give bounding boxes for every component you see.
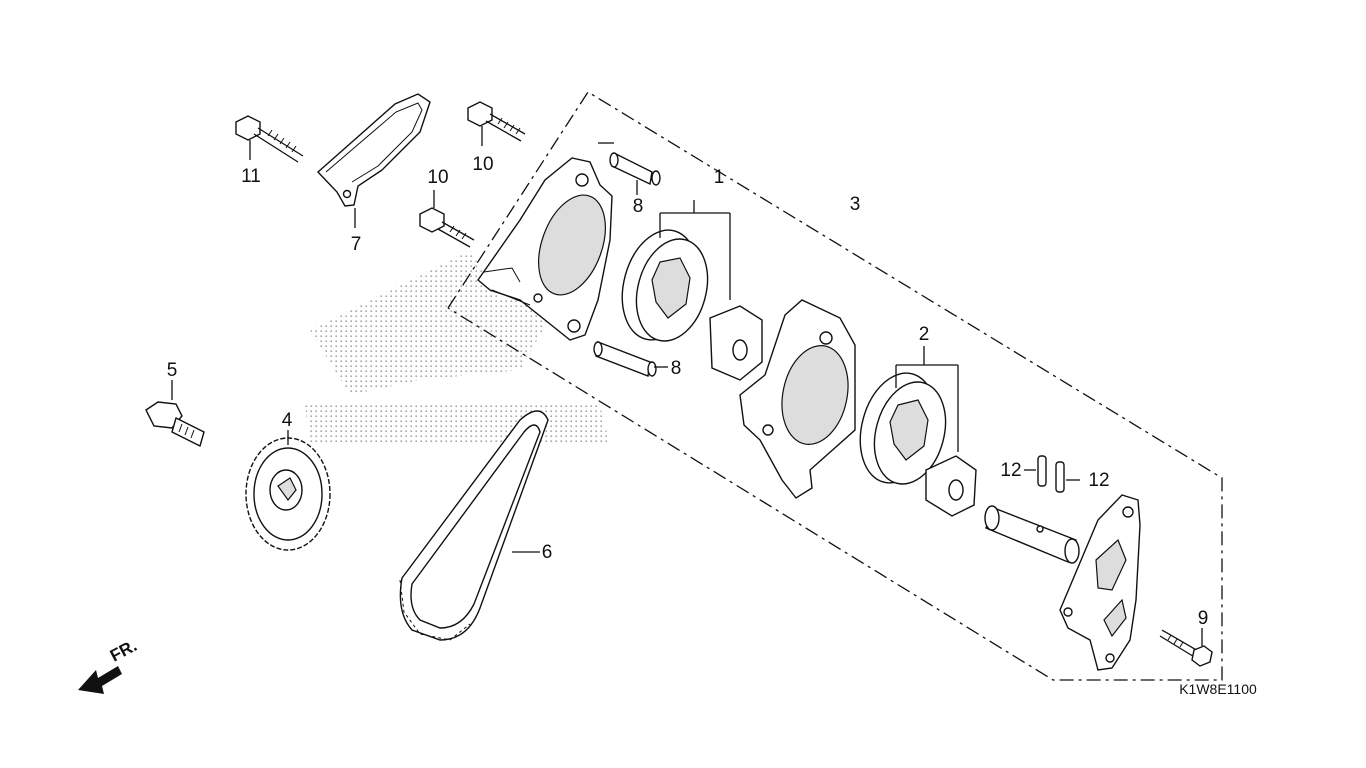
bolt-10-top-icon <box>467 101 526 146</box>
label-part-3: 3 <box>850 194 861 215</box>
pump-cover-icon <box>1059 494 1141 671</box>
bolt-9-icon <box>1159 628 1213 667</box>
bolt-10-left-icon <box>419 190 475 248</box>
label-part-7: 7 <box>351 234 362 255</box>
label-part-1: 1 <box>714 167 725 188</box>
label-part-11: 11 <box>241 166 261 187</box>
label-part-5: 5 <box>167 360 178 381</box>
outer-rotor-1-icon <box>621 200 731 342</box>
label-part-10-left: 10 <box>427 167 448 188</box>
inner-rotor-1-icon <box>709 305 763 381</box>
oil-pump-assembly-outline <box>447 91 1223 681</box>
dowel-pin-8-bottom-icon <box>593 341 668 377</box>
pin-12-left-icon <box>1024 455 1047 487</box>
bolt-11-icon <box>235 115 304 163</box>
sprocket-4-icon <box>245 430 331 551</box>
front-label: FR. <box>107 636 140 666</box>
label-part-8-bottom: 8 <box>671 358 682 379</box>
label-part-6: 6 <box>542 542 553 563</box>
pump-shaft-icon <box>984 505 1080 564</box>
label-part-12-right: 12 <box>1088 470 1109 491</box>
pin-12-right-icon <box>1055 461 1080 493</box>
chain-6-icon <box>399 410 549 641</box>
label-part-2: 2 <box>919 324 930 345</box>
label-part-9: 9 <box>1198 608 1209 629</box>
pump-body-middle-icon <box>739 299 856 499</box>
label-part-10-top: 10 <box>472 154 493 175</box>
diagram-code: K1W8E1100 <box>1179 681 1257 697</box>
gasket-7-icon <box>316 93 431 228</box>
pump-body-front-icon <box>477 142 614 341</box>
outer-rotor-2-icon <box>859 346 959 485</box>
bolt-5-icon <box>145 380 205 448</box>
front-direction-arrow-icon <box>78 666 122 694</box>
label-part-12-left: 12 <box>1000 460 1021 481</box>
dowel-pin-8-top-icon <box>609 152 661 195</box>
label-part-8-top: 8 <box>633 196 644 217</box>
label-part-4: 4 <box>282 410 293 431</box>
inner-rotor-2-icon <box>925 455 977 517</box>
